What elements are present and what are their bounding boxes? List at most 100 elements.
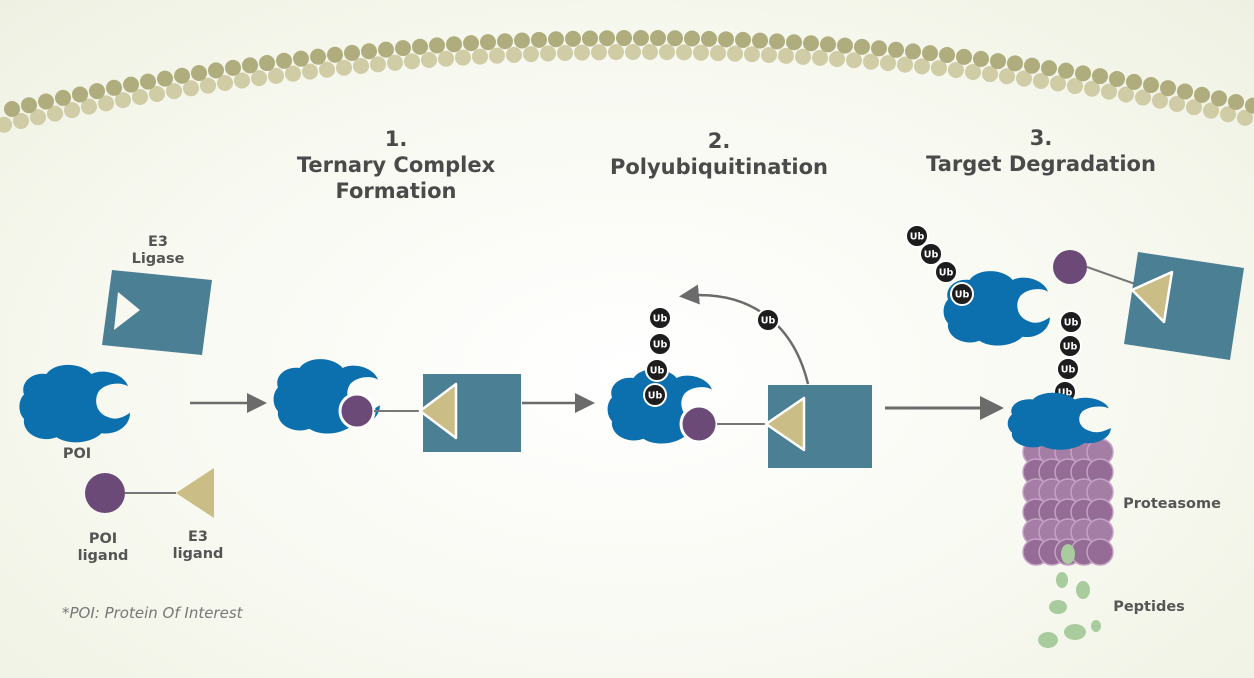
membrane-bead xyxy=(225,59,241,76)
membrane-bead xyxy=(982,66,998,83)
membrane-bead xyxy=(472,48,488,65)
membrane-bead xyxy=(540,45,556,62)
poi-label: POI xyxy=(62,446,92,462)
membrane-bead xyxy=(778,47,794,64)
membrane-bead xyxy=(259,55,275,72)
step2-number: 2. xyxy=(707,129,731,153)
membrane-bead xyxy=(990,53,1006,70)
membrane-bead xyxy=(752,32,768,49)
step3-title: 3. Target Degradation xyxy=(906,125,1176,177)
peptide-fragment xyxy=(1091,620,1101,632)
ubiquitin-icon: Ub xyxy=(919,242,943,266)
membrane-bead xyxy=(208,62,224,79)
peptides-label: Peptides xyxy=(1113,599,1185,615)
membrane-bead xyxy=(871,40,887,57)
ubiquitin-transfer-arrow xyxy=(679,284,810,385)
membrane-bead xyxy=(13,112,29,129)
ubiquitin-icon: Ub xyxy=(905,224,929,248)
membrane-bead xyxy=(591,44,607,61)
membrane-bead xyxy=(1126,73,1142,90)
membrane-bead xyxy=(370,56,386,73)
membrane-bead xyxy=(786,34,802,51)
ubiquitin-label: Ub xyxy=(761,316,776,327)
e3-ligand-label-line1: E3 xyxy=(188,529,208,545)
membrane-bead xyxy=(1135,89,1151,106)
released-e3-ligase-icon xyxy=(1124,252,1244,360)
membrane-bead xyxy=(710,45,726,62)
membrane-bead xyxy=(812,49,828,66)
e3-ligase-label-line2: Ligase xyxy=(131,251,185,267)
ubiquitin-label: Ub xyxy=(1061,365,1076,376)
membrane-bead xyxy=(829,50,845,67)
e3-ligase-label: E3 Ligase xyxy=(118,234,198,268)
e3-ligase-label-line1: E3 xyxy=(148,234,168,250)
membrane-bead xyxy=(999,68,1015,85)
membrane-bead xyxy=(1016,70,1032,87)
membrane-bead xyxy=(319,61,335,78)
step3-title-line1: Target Degradation xyxy=(926,152,1156,176)
peptide-fragment xyxy=(1061,544,1075,564)
ubiquitin-icon: Ub xyxy=(756,308,780,332)
membrane-bead xyxy=(1237,109,1253,126)
step2-e3-ligase-icon xyxy=(764,385,872,468)
membrane-bead xyxy=(242,57,258,74)
membrane-bead xyxy=(1143,77,1159,94)
membrane-bead xyxy=(157,70,173,87)
membrane-bead xyxy=(625,44,641,61)
ubiquitin-label: Ub xyxy=(653,314,668,325)
membrane-bead xyxy=(361,43,377,60)
membrane-bead xyxy=(98,95,114,112)
membrane-bead xyxy=(438,50,454,67)
poi-ligand-label-line2: ligand xyxy=(77,548,129,564)
membrane-bead xyxy=(106,79,122,96)
membrane-bead xyxy=(761,46,777,63)
membrane-bead xyxy=(191,65,207,82)
membrane-bead xyxy=(200,77,216,94)
membrane-bead xyxy=(769,33,785,50)
membrane-bead xyxy=(463,35,479,52)
ubiquitin-icon: Ub xyxy=(1056,357,1080,381)
step2-title: 2. Polyubiquitination xyxy=(590,128,848,180)
membrane-bead xyxy=(166,83,182,100)
ubiquitin-label: Ub xyxy=(1058,388,1073,399)
membrane-bead xyxy=(795,48,811,65)
step1-number: 1. xyxy=(384,127,408,151)
step3-number: 3. xyxy=(1029,126,1053,150)
membrane-bead xyxy=(939,46,955,63)
proteasome-label: Proteasome xyxy=(1123,496,1221,512)
ubiquitin-icon: Ub xyxy=(1059,310,1083,334)
membrane-bead xyxy=(582,30,598,47)
free-ubiquitin: Ub xyxy=(756,308,780,332)
ubiquitin-icon: Ub xyxy=(645,358,669,382)
membrane-bead xyxy=(693,44,709,61)
membrane-bead xyxy=(1067,78,1083,95)
e3-ligase-icon xyxy=(102,270,212,355)
membrane-bead xyxy=(506,46,522,63)
membrane-bead xyxy=(55,89,71,106)
step1-title-line2: Formation xyxy=(335,179,457,203)
ubiquitin-icon: Ub xyxy=(643,383,667,407)
membrane-bead xyxy=(1203,102,1219,119)
membrane-bead xyxy=(599,30,615,47)
membrane-bead xyxy=(115,92,131,109)
membrane-bead xyxy=(1186,99,1202,116)
membrane-bead xyxy=(608,44,624,61)
membrane-bead xyxy=(1075,65,1091,82)
e3-ligand-label-line2: ligand xyxy=(172,546,224,562)
membrane-bead xyxy=(395,40,411,57)
membrane-bead xyxy=(81,98,97,115)
membrane-bead xyxy=(1007,55,1023,72)
membrane-bead xyxy=(1194,86,1210,103)
membrane-bead xyxy=(650,30,666,47)
membrane-bead xyxy=(548,31,564,48)
membrane-bead xyxy=(574,44,590,61)
membrane-bead xyxy=(421,52,437,69)
membrane-bead xyxy=(514,32,530,49)
membrane-bead xyxy=(302,63,318,80)
membrane-bead xyxy=(633,30,649,47)
membrane-bead xyxy=(922,45,938,62)
membrane-bead xyxy=(404,53,420,70)
membrane-bead xyxy=(523,46,539,63)
peptides-icon xyxy=(1038,544,1101,648)
